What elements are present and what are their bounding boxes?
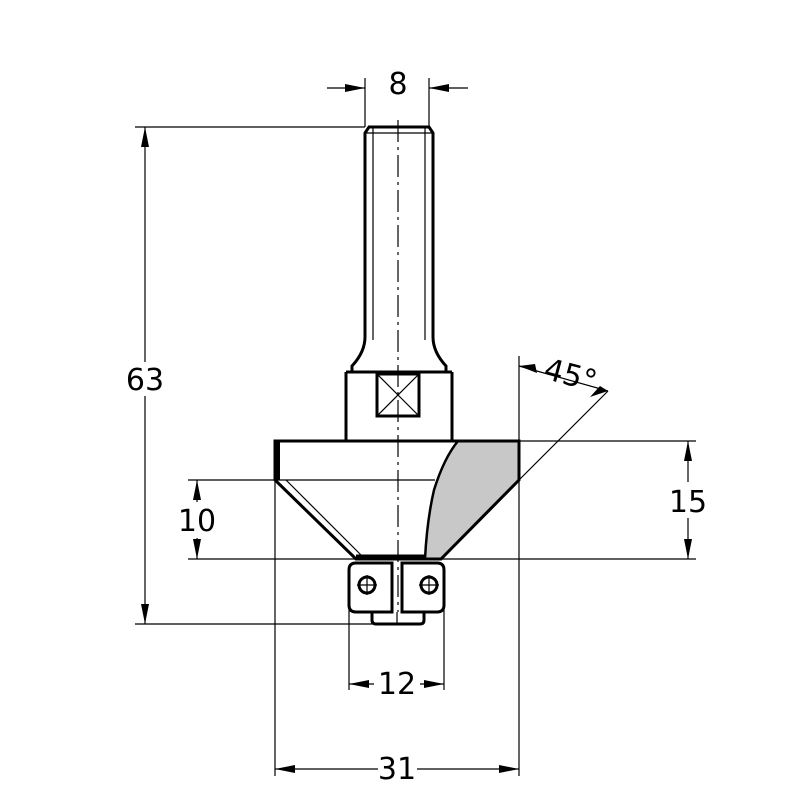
dim-cutting-height: 15	[441, 440, 707, 560]
label-overall-length: 63	[126, 363, 164, 398]
body-neck	[344, 370, 454, 441]
carbide-insert	[423, 439, 521, 561]
cutter-body	[273, 439, 521, 561]
dim-cutter-diameter: 31	[274, 356, 520, 787]
label-cutter-diameter: 31	[378, 752, 416, 787]
dim-shank-diameter: 8	[327, 67, 468, 127]
label-angle: 45°	[540, 352, 600, 400]
label-shank-diameter: 8	[388, 67, 407, 102]
dim-overall-length: 63	[126, 126, 372, 625]
bearing	[347, 561, 446, 626]
dim-chamfer-height: 10	[178, 479, 356, 560]
label-chamfer-height: 10	[178, 504, 216, 539]
shank	[350, 125, 448, 374]
dim-angle: 45°	[518, 352, 609, 481]
label-cutting-height: 15	[669, 485, 707, 520]
dim-bearing-diameter: 12	[348, 605, 445, 702]
label-bearing-diameter: 12	[378, 667, 416, 702]
